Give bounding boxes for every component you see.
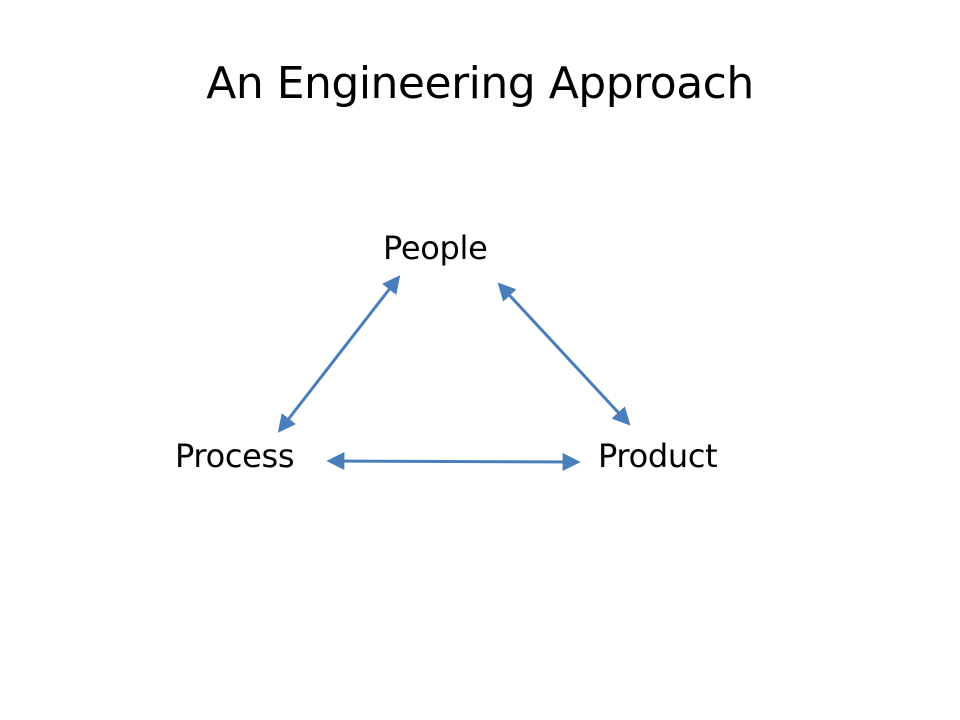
- arrow-process-people: [277, 275, 401, 433]
- node-process: Process: [175, 437, 295, 475]
- arrow-people-product: [497, 282, 631, 426]
- node-people: People: [383, 229, 488, 267]
- slide-title: An Engineering Approach: [206, 58, 754, 109]
- node-product: Product: [598, 437, 718, 475]
- arrow-process-product: [326, 452, 581, 471]
